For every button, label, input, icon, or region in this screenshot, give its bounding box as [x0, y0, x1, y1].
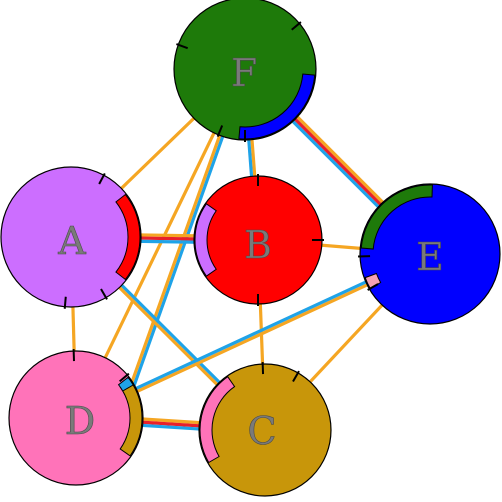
node-f: [173, 0, 317, 142]
labels-layer: F A B E D C: [57, 51, 444, 454]
node-circle: [198, 363, 332, 497]
node-arc: [119, 379, 143, 457]
node-arc: [364, 272, 382, 290]
node-circle: [8, 350, 144, 486]
node-a: [0, 166, 142, 309]
node-arc: [194, 203, 217, 277]
node-label-b: B: [244, 223, 272, 267]
node-arc: [238, 73, 316, 140]
node-label-f: F: [231, 51, 257, 95]
node-tick: [367, 283, 379, 291]
node-tick: [216, 125, 224, 138]
node-tick: [176, 43, 189, 50]
node-arc: [360, 184, 433, 250]
node-label-e: E: [416, 235, 444, 279]
node-tick: [119, 372, 130, 383]
node-tick: [292, 370, 300, 383]
node-circle: [0, 166, 142, 308]
node-tick: [63, 296, 67, 309]
node-label-a: A: [57, 219, 86, 263]
node-arc: [117, 376, 134, 392]
node-label-c: C: [247, 409, 276, 453]
node-circle: [359, 183, 501, 325]
node-arc: [199, 376, 236, 464]
node-c: [198, 362, 332, 497]
node-tick: [98, 172, 106, 185]
node-arc: [115, 193, 141, 281]
node-tick: [100, 288, 108, 300]
node-b: [193, 174, 324, 306]
node-e: [358, 183, 501, 325]
node-tick: [291, 21, 302, 31]
node-d: [8, 349, 144, 486]
node-label-d: D: [65, 399, 95, 443]
